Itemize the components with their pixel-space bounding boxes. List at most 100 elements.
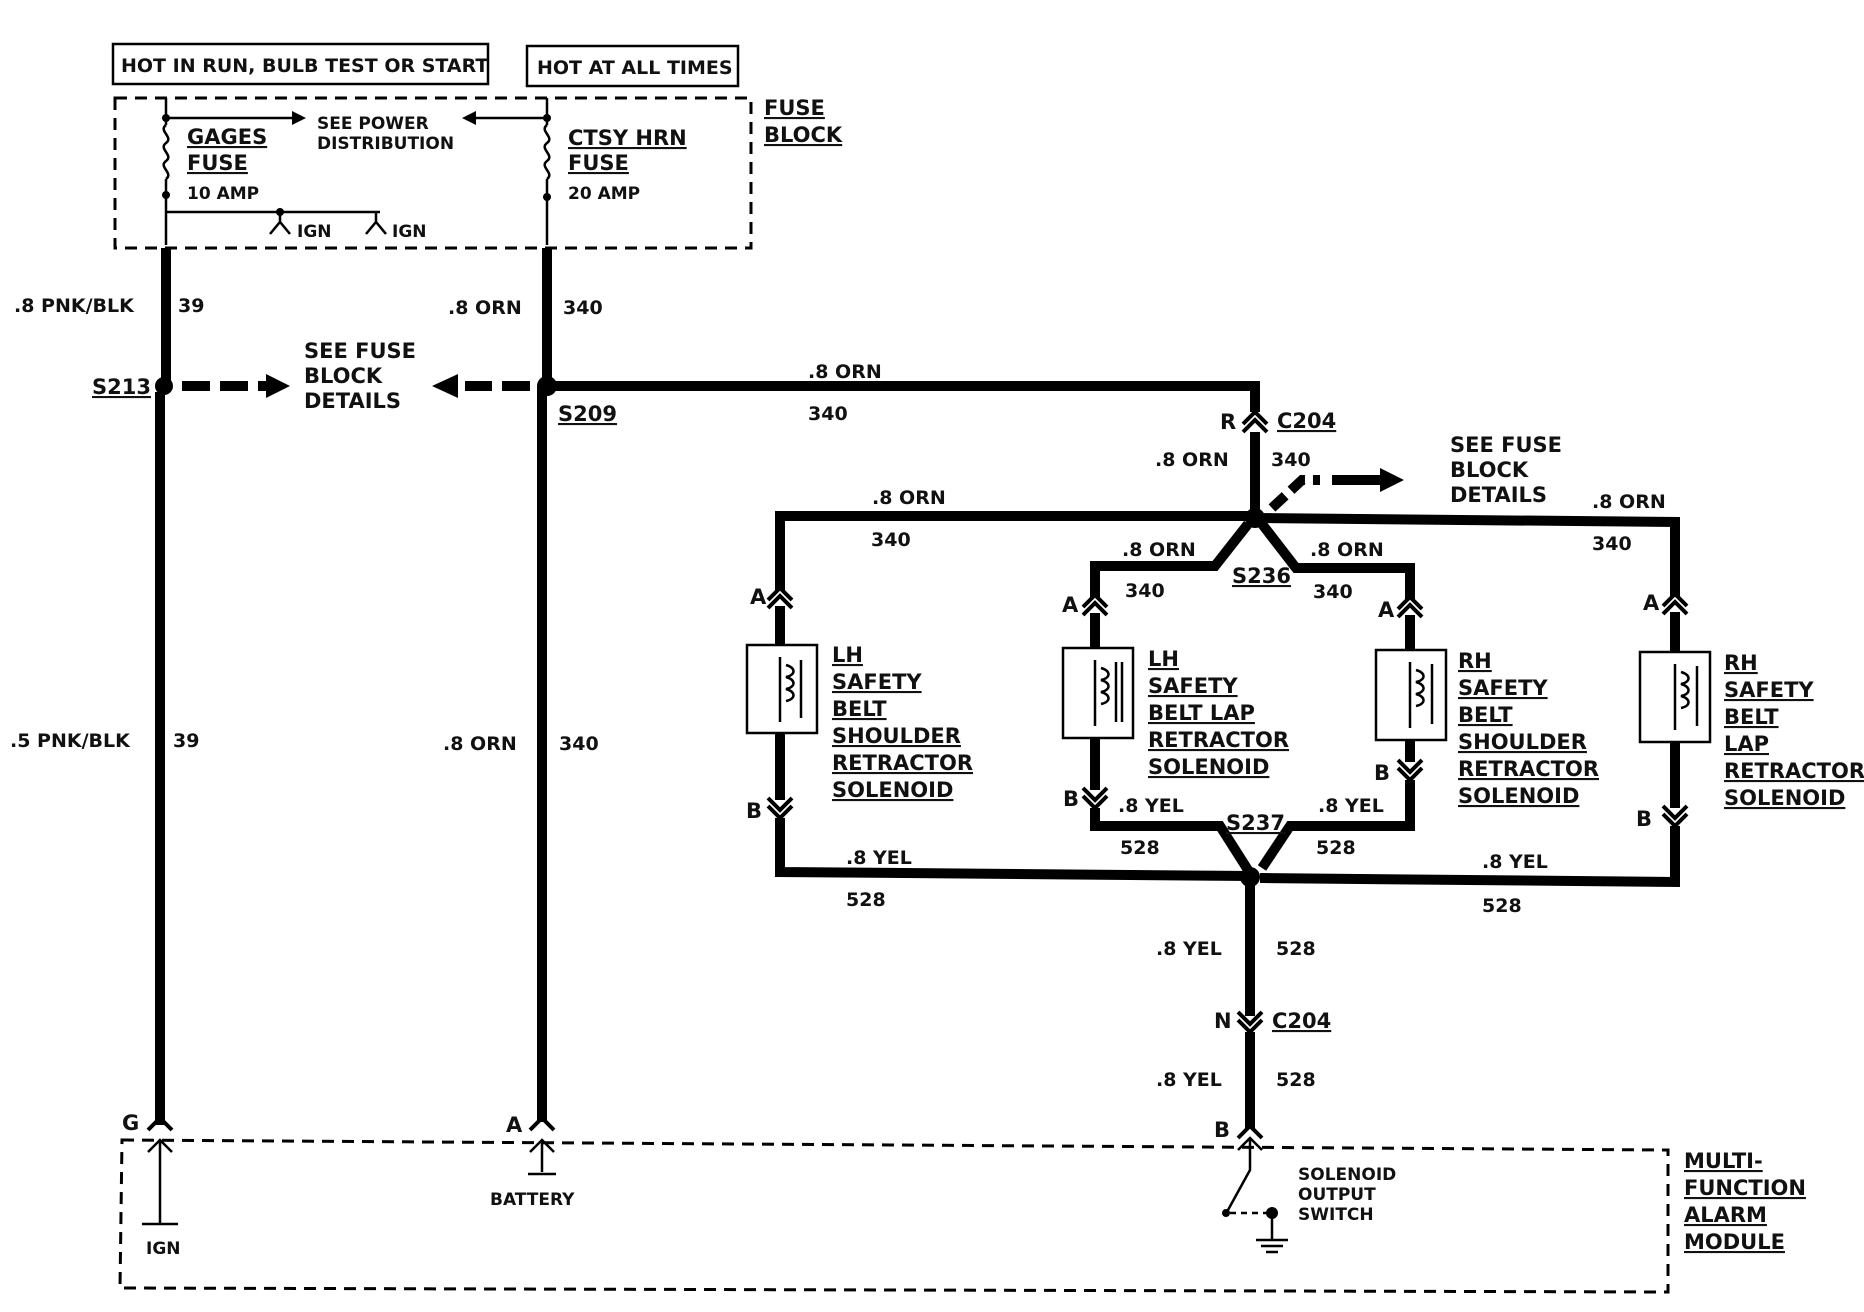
wire-outer-right-circuit: 340 — [1592, 533, 1632, 555]
fuse-details-right-1: SEE FUSE — [1450, 433, 1562, 457]
ground-icon — [1256, 1213, 1288, 1254]
wire-yel-inner-left-color: .8 YEL — [1118, 795, 1184, 817]
fuse-details-left-2: BLOCK — [304, 364, 383, 388]
module-pin-a: A — [506, 1113, 523, 1137]
solenoid1-coil-icon — [785, 663, 795, 703]
solenoid4-label-2: SAFETY — [1724, 678, 1814, 702]
hot-at-all-times-box — [525, 44, 740, 88]
wire-528-circuit-upper: 528 — [1276, 938, 1316, 960]
wire-yel-outer-right — [1259, 826, 1680, 888]
wire-39-circuit-lower: 39 — [173, 730, 199, 752]
module-title-3: ALARM — [1684, 1203, 1767, 1227]
switch-label-3: SWITCH — [1298, 1205, 1374, 1225]
solenoid3-coil-icon — [1415, 668, 1425, 708]
wire-340-color-lower: .8 ORN — [443, 733, 517, 755]
wire-inner-left-340 — [1090, 520, 1252, 597]
solenoid1-label-1: LH — [832, 643, 863, 667]
splice-s213 — [155, 377, 173, 395]
connector-module-g — [146, 1115, 174, 1132]
solenoid4-label-5: RETRACTOR — [1724, 759, 1864, 783]
arrow-left-icon — [462, 111, 476, 125]
module-ign-terminal-icon — [142, 1138, 178, 1226]
module-title-4: MODULE — [1684, 1230, 1785, 1254]
wire-39-circuit-upper: 39 — [178, 295, 204, 317]
wire-39-color-lower: .5 PNK/BLK — [10, 730, 131, 752]
ctsy-fuse-rating: 20 AMP — [568, 184, 640, 204]
connector-solenoid2-b — [1081, 786, 1109, 811]
see-power-label-2: DISTRIBUTION — [317, 134, 454, 154]
module-battery-terminal-icon — [528, 1138, 556, 1176]
wire-yel-inner-left — [1090, 808, 1253, 873]
ign-tap-2-label: IGN — [392, 222, 427, 242]
wire-outer-right-340 — [1254, 513, 1680, 596]
ign-tap-1-icon — [269, 212, 291, 235]
solenoid2-coil-icon — [1100, 666, 1110, 706]
wire-340-circuit-lower: 340 — [559, 733, 599, 755]
solenoid4-pin-b: B — [1636, 807, 1652, 831]
switch-label-2: OUTPUT — [1298, 1185, 1376, 1205]
wire-yel-inner-right-color: .8 YEL — [1318, 795, 1384, 817]
wire-inner-left-color: .8 ORN — [1122, 539, 1196, 561]
wire-528-color-lower: .8 YEL — [1156, 1069, 1222, 1091]
solenoid4-label-1: RH — [1724, 651, 1758, 675]
arrow-right-icon — [1380, 468, 1404, 492]
wire-39-color-upper: .8 PNK/BLK — [14, 295, 135, 317]
wire-outer-left-340 — [775, 511, 1255, 590]
solenoid1-label-4: SHOULDER — [832, 724, 961, 748]
solenoid2-pin-b: B — [1063, 787, 1079, 811]
wire-yel-outer-left-circuit: 528 — [846, 889, 886, 911]
wire-outer-right-color: .8 ORN — [1592, 491, 1666, 513]
wire-340-circuit-upper: 340 — [563, 297, 603, 319]
solenoid2-label-2: SAFETY — [1148, 674, 1238, 698]
connector-c204-top — [1241, 409, 1269, 434]
splice-s209-label: S209 — [558, 402, 617, 426]
wire-yel-inner-right-circuit: 528 — [1316, 837, 1356, 859]
module-battery-label: BATTERY — [490, 1190, 575, 1210]
ign-tap-1-label: IGN — [297, 222, 332, 242]
wire-340-horizontal-color: .8 ORN — [808, 361, 882, 383]
solenoid3-label-3: BELT — [1458, 703, 1513, 727]
fuse-details-left-1: SEE FUSE — [304, 339, 416, 363]
solenoid1-pin-b: B — [746, 799, 762, 823]
connector-c204-top-label: C204 — [1277, 409, 1336, 433]
solenoid-output-switch-icon — [1226, 1136, 1263, 1211]
solenoid4-label-6: SOLENOID — [1724, 786, 1845, 810]
wire-528-circuit-lower: 528 — [1276, 1069, 1316, 1091]
wire-yel-outer-right-circuit: 528 — [1482, 895, 1522, 917]
connector-solenoid1-b — [766, 796, 794, 821]
solenoid3-label-1: RH — [1458, 649, 1492, 673]
wire-outer-left-circuit: 340 — [871, 529, 911, 551]
hot-at-all-times-label: HOT AT ALL TIMES — [537, 57, 733, 79]
gages-fuse-symbol — [162, 124, 170, 180]
solenoid2-label-5: SOLENOID — [1148, 755, 1269, 779]
wire-inner-right-color: .8 ORN — [1310, 539, 1384, 561]
connector-solenoid4-a — [1661, 591, 1689, 616]
pin-r-label: R — [1220, 410, 1236, 434]
fuse-details-right-2: BLOCK — [1450, 458, 1529, 482]
fuse-details-right-3: DETAILS — [1450, 483, 1547, 507]
gages-fuse-label-1: GAGES — [187, 125, 267, 149]
hot-in-run-box — [111, 42, 490, 86]
module-pin-b: B — [1214, 1118, 1230, 1142]
solenoid2-label-4: RETRACTOR — [1148, 728, 1289, 752]
solenoid2-pin-a: A — [1062, 593, 1079, 617]
wire-s236-feed-circuit: 340 — [1271, 449, 1311, 471]
wire-s236-feed-color: .8 ORN — [1155, 449, 1229, 471]
solenoid1-body — [745, 643, 819, 735]
wire-outer-left-color: .8 ORN — [872, 487, 946, 509]
solenoid3-label-5: RETRACTOR — [1458, 757, 1599, 781]
solenoid4-label-4: LAP — [1724, 732, 1769, 756]
hot-in-run-label: HOT IN RUN, BULB TEST OR START — [121, 55, 488, 77]
connector-solenoid1-a — [766, 585, 794, 610]
splice-s236-label: S236 — [1232, 564, 1291, 588]
solenoid1-pin-a: A — [750, 585, 767, 609]
pin-n-label: N — [1214, 1009, 1232, 1033]
gages-fuse-label-2: FUSE — [187, 151, 248, 175]
connector-solenoid3-a — [1396, 594, 1424, 619]
wire-340-color-upper: .8 ORN — [448, 297, 522, 319]
wire-inner-right-340 — [1258, 520, 1415, 599]
solenoid1-label-2: SAFETY — [832, 670, 922, 694]
ctsy-fuse-label-2: FUSE — [568, 151, 629, 175]
wire-340-horizontal-circuit: 340 — [808, 403, 848, 425]
